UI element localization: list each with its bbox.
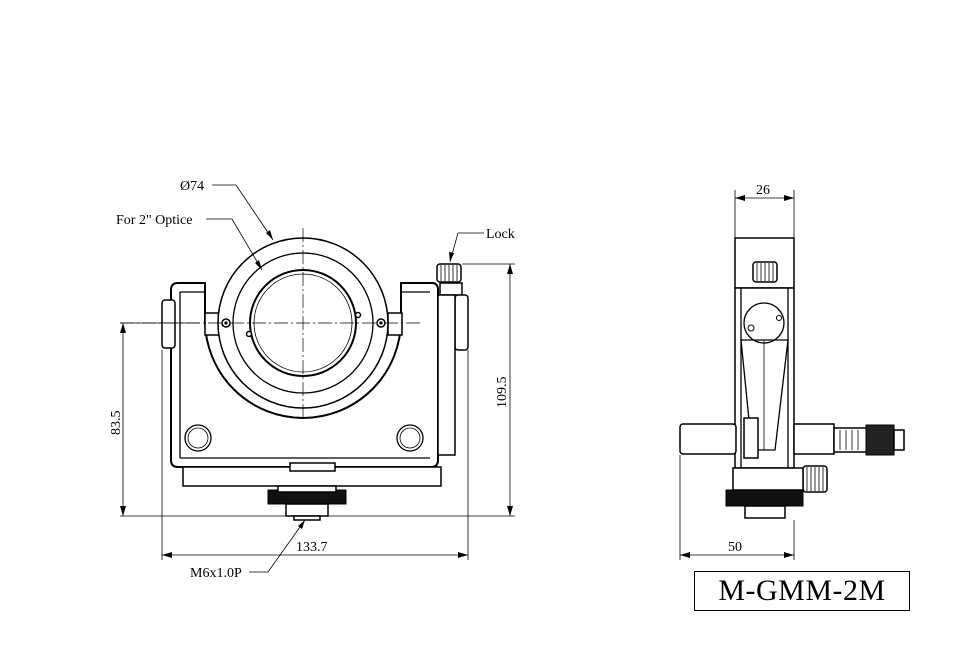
- side-dimensions: [679, 190, 795, 560]
- dim-83-5: 83.5: [109, 411, 124, 436]
- dim-26: 26: [756, 183, 770, 198]
- thread-label: M6x1.0P: [190, 566, 242, 581]
- optic-aperture: [249, 269, 357, 377]
- diameter-label: Ø74: [180, 179, 204, 194]
- front-dimensions: [120, 184, 515, 573]
- lock-label: Lock: [486, 227, 515, 242]
- side-window: [743, 302, 785, 344]
- dim-109-5: 109.5: [495, 377, 510, 409]
- dim-133-7: 133.7: [296, 540, 328, 555]
- optic-label: For 2" Optice: [116, 213, 192, 228]
- left-axle: [161, 299, 176, 349]
- dim-50: 50: [728, 540, 742, 555]
- mount-hole-right: [396, 424, 424, 452]
- mount-hole-left: [184, 424, 212, 452]
- micrometer: [793, 423, 835, 455]
- side-view: [679, 237, 905, 519]
- front-view: [120, 228, 469, 521]
- model-number: M-GMM-2M: [694, 571, 910, 611]
